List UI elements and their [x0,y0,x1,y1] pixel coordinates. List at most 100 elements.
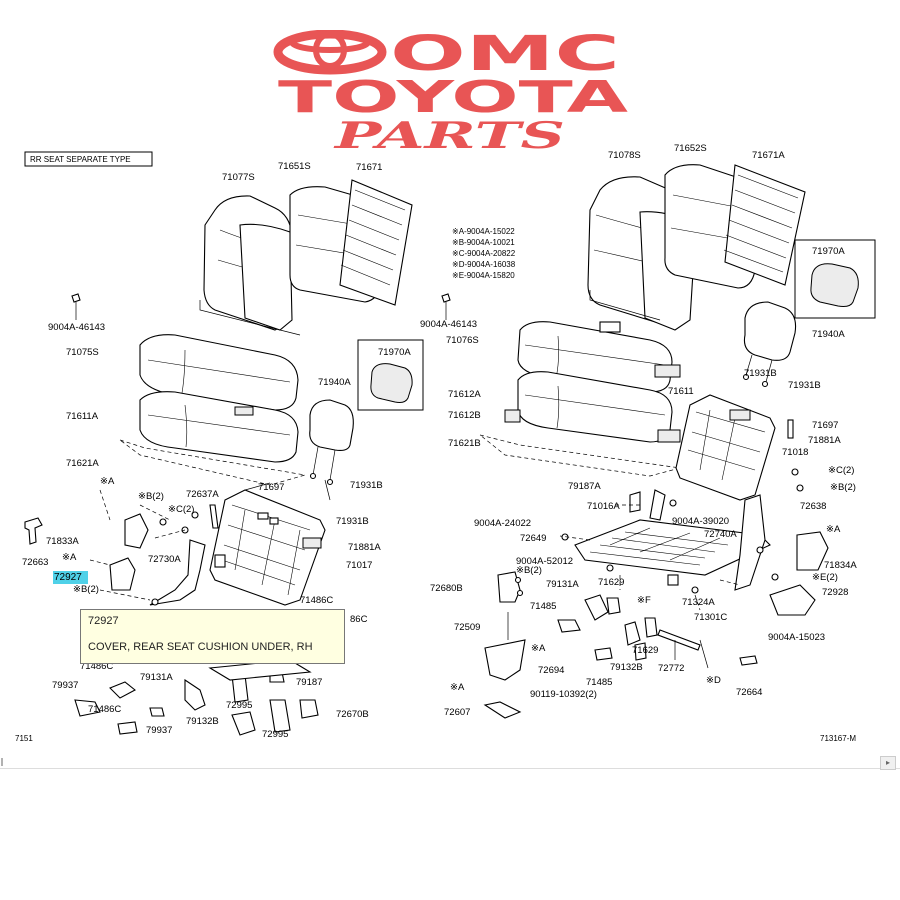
part-label[interactable]: 79187A [568,481,601,492]
part-label[interactable]: 72509 [454,622,480,633]
part-label[interactable]: 72649 [520,533,546,544]
part-label[interactable]: ※B(2) [830,482,856,493]
part-label[interactable]: 71629 [632,645,658,656]
part-label[interactable]: 71931B [350,480,383,491]
part-label[interactable]: ※D [706,675,721,686]
selected-part-highlight[interactable] [53,571,88,584]
part-label[interactable]: 9004A-39020 [672,516,729,527]
part-label[interactable]: 72663 [22,557,48,568]
part-label[interactable]: ※A [450,682,465,693]
part-label[interactable]: 71621B [448,438,481,449]
tooltip-part-code: 72927 [88,615,119,627]
part-label[interactable]: 71324A [682,597,715,608]
part-label[interactable]: 79937 [146,725,172,736]
part-label[interactable]: ※B(2) [516,565,542,576]
part-label[interactable]: 71833A [46,536,79,547]
part-label[interactable]: 72638 [800,501,826,512]
part-label[interactable]: 71671A [752,150,785,161]
part-label[interactable]: 71017 [346,560,372,571]
part-label[interactable]: 71931B [744,368,777,379]
part-label[interactable]: 71940A [812,329,845,340]
right-headrest [742,301,797,388]
part-label[interactable]: 9004A-46143 [48,322,105,333]
part-label[interactable]: 79132B [610,662,643,673]
part-label[interactable]: 71611A [66,411,99,422]
part-label[interactable]: ※C(2) [828,465,854,476]
left-small-parts [24,489,319,736]
logo-omc-text: OMC [390,30,620,82]
part-label[interactable]: 9004A-24022 [474,518,531,529]
svg-text:※B-9004A-10021: ※B-9004A-10021 [452,238,515,247]
part-label[interactable]: ※A [62,552,77,563]
part-label[interactable]: 71652S [674,143,707,154]
part-label[interactable]: 9004A-46143 [420,319,477,330]
part-label[interactable]: 71881A [808,435,841,446]
part-label[interactable]: 71881A [348,542,381,553]
part-label[interactable]: 71486C [80,661,113,672]
part-label[interactable]: 72740A [704,529,737,540]
part-label[interactable]: 71486C [300,595,333,606]
part-label[interactable]: 71612A [448,389,481,400]
part-label[interactable]: 79937 [52,680,78,691]
toyota-emblem-icon [273,30,387,75]
part-label[interactable]: 9004A-15023 [768,632,825,643]
part-label[interactable]: 71671 [356,162,382,173]
part-label[interactable]: 71621A [66,458,99,469]
part-label[interactable]: 72730A [148,554,181,565]
part-label[interactable]: 72694 [538,665,564,676]
part-label[interactable]: 71970A [378,347,411,358]
part-label[interactable]: 71018 [782,447,808,458]
left-seat-frame [209,482,326,606]
part-label[interactable]: 71485 [530,601,556,612]
part-label[interactable]: 72637A [186,489,219,500]
part-label[interactable]: 72772 [658,663,684,674]
part-label[interactable]: 9004A-52012 [516,556,573,567]
part-label[interactable]: 71834A [824,560,857,571]
part-label[interactable]: 72607 [444,707,470,718]
part-label[interactable]: 71612B [448,410,481,421]
part-label[interactable]: 71301C [694,612,727,623]
fastener-legend: ※A-9004A-15022 ※B-9004A-10021 ※C-9004A-2… [452,227,516,280]
part-label[interactable]: 86C [350,614,368,625]
part-label[interactable]: 71651S [278,161,311,172]
part-label[interactable]: 71940A [318,377,351,388]
part-label[interactable]: 79187 [296,677,322,688]
part-label[interactable]: 71629 [598,577,624,588]
part-label[interactable]: ※A [826,524,841,535]
part-label[interactable]: 72664 [736,687,762,698]
part-label[interactable]: 71486C [88,704,121,715]
part-label[interactable]: 79131A [140,672,173,683]
part-label[interactable]: ※A [531,643,546,654]
part-label[interactable]: 71076S [446,335,479,346]
part-label[interactable]: 71970A [812,246,845,257]
part-label[interactable]: 72928 [822,587,848,598]
part-label[interactable]: ※A [100,476,115,487]
scroll-right-arrow-icon[interactable]: ▸ [880,756,896,770]
part-label[interactable]: ※B(2) [138,491,164,502]
part-label[interactable]: ※B(2) [73,584,99,595]
part-label[interactable]: 71931B [336,516,369,527]
part-label[interactable]: 71697 [258,482,284,493]
selected-part-code[interactable]: 72927 [54,572,82,583]
part-label[interactable]: 71931B [788,380,821,391]
part-label[interactable]: 71075S [66,347,99,358]
part-label[interactable]: ※C(2) [168,504,194,515]
part-label[interactable]: 71077S [222,172,255,183]
part-label[interactable]: 72680B [430,583,463,594]
part-label[interactable]: 79131A [546,579,579,590]
part-label[interactable]: ※F [637,595,651,606]
tooltip-part-description: COVER, REAR SEAT CUSHION UNDER, RH [88,641,313,653]
part-label[interactable]: 71485 [586,677,612,688]
part-label[interactable]: 72995 [226,700,252,711]
part-label[interactable]: 90119-10392(2) [530,689,597,700]
part-label[interactable]: 79132B [186,716,219,727]
scroll-left-arrow-icon[interactable] [0,756,8,768]
part-label[interactable]: 72670B [336,709,369,720]
part-label[interactable]: 71611 [668,386,694,397]
part-label[interactable]: 72995 [262,729,288,740]
svg-text:※E-9004A-15820: ※E-9004A-15820 [452,271,515,280]
part-label[interactable]: 71078S [608,150,641,161]
part-label[interactable]: 71016A [587,501,620,512]
part-label[interactable]: ※E(2) [812,572,838,583]
part-label[interactable]: 71697 [812,420,838,431]
